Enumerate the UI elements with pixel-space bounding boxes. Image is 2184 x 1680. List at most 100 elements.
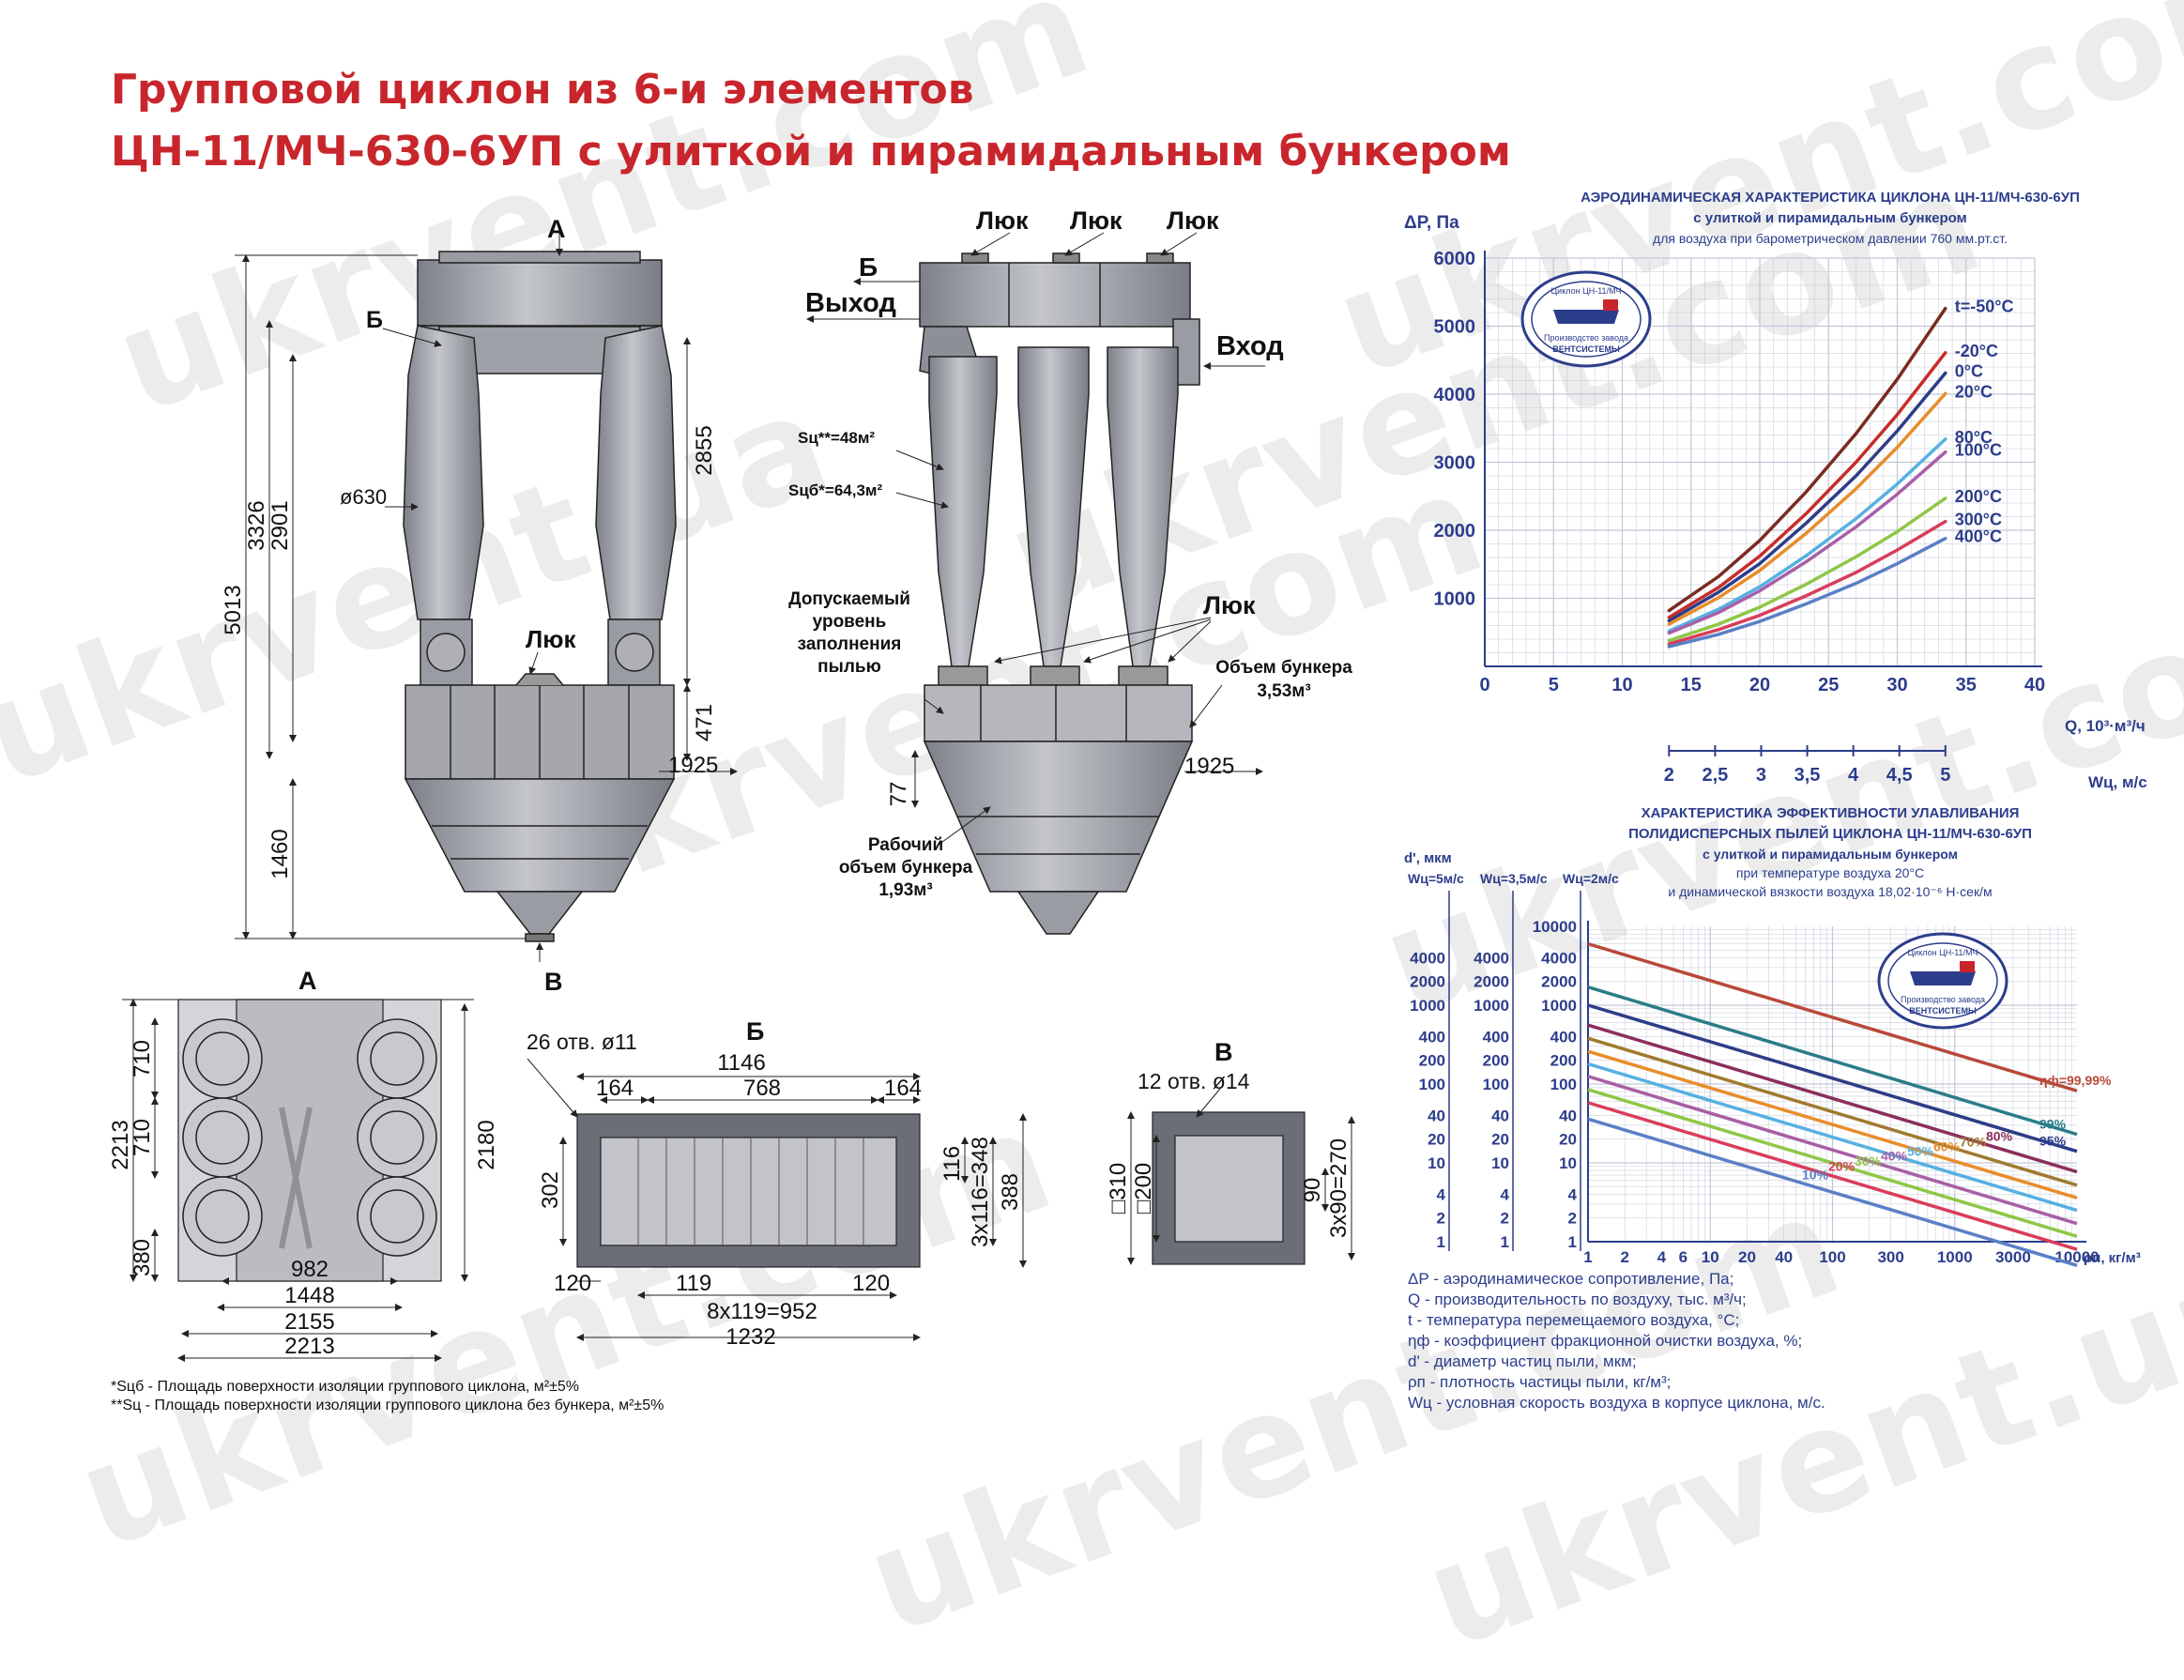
hatch-label-2: Люк xyxy=(1070,206,1123,235)
holes-v: 12 отв. ø14 xyxy=(1138,1069,1250,1093)
series-line xyxy=(1667,450,1947,635)
area-scb: Sцб*=64,3м² xyxy=(788,481,882,499)
y-tick-label: 20 xyxy=(1559,1131,1577,1149)
dim-380: 380 xyxy=(130,1239,155,1276)
series-label: 99% xyxy=(2039,1117,2067,1132)
series-label: 0°С xyxy=(1955,362,1983,381)
series-line xyxy=(1667,437,1947,634)
chart2-title-2: ПОЛИДИСПЕРСНЫХ ПЫЛЕЙ ЦИКЛОНА ЦН-11/МЧ-63… xyxy=(1628,825,2032,842)
working-volume-1: Рабочий xyxy=(868,835,943,855)
dim-200: □200 xyxy=(1131,1163,1156,1214)
series-label: 50% xyxy=(1907,1143,1934,1158)
dim-2213-h: 2213 xyxy=(284,1334,334,1359)
series-line xyxy=(1667,351,1947,619)
label-a: А xyxy=(547,215,566,243)
secondary-tick-label: 4,5 xyxy=(1886,765,1913,786)
series-line xyxy=(1587,1036,2078,1187)
chart1-logo: Циклон ЦН-11/МЧ Производство завода ВЕНТ… xyxy=(1520,270,1652,368)
y-tick-label: 40 xyxy=(1559,1107,1577,1124)
series-label: 20°С xyxy=(1955,382,1993,401)
chart2-series-labels: ηф=99,99%99%95%80%70%60%50%40%30%20%10% xyxy=(1802,1073,2112,1182)
y-tick-label: 4 xyxy=(1501,1185,1510,1203)
series-line xyxy=(1667,519,1947,646)
dim-310: □310 xyxy=(1106,1163,1131,1214)
chart1-series xyxy=(1667,306,1947,649)
y-tick-label: 2000 xyxy=(1541,973,1577,991)
y-tick-label: 1000 xyxy=(1434,589,1476,610)
series-label: 80% xyxy=(1986,1128,2013,1143)
allowed-level-2: уровень xyxy=(813,612,887,632)
legend-item: ρп - плотность частицы пыли, кг/м³; xyxy=(1408,1373,1672,1391)
chart2-yaxis-2-label: Wц=3,5м/с xyxy=(1480,871,1548,886)
chart2-title-5: и динамической вязкости воздуха 18,02·10… xyxy=(1668,884,1992,899)
bunker-volume-2: 3,53м³ xyxy=(1257,681,1310,701)
chart2-yaxis-3-label: Wц=2м/с xyxy=(1563,871,1619,886)
chart2-title-1: ХАРАКТЕРИСТИКА ЭФФЕКТИВНОСТИ УЛАВЛИВАНИЯ xyxy=(1642,805,2020,821)
entry-label: Вход xyxy=(1216,331,1284,361)
y-tick-label: 4 xyxy=(1568,1185,1578,1203)
y-tick-label: 2 xyxy=(1568,1210,1577,1228)
series-line xyxy=(1587,985,2078,1137)
holes-b: 26 отв. ø11 xyxy=(527,1030,637,1054)
flange-v: В 12 отв. ø14 □310 □200 90 3x90=270 xyxy=(1106,1038,1355,1265)
y-tick-label: 40 xyxy=(1428,1107,1445,1124)
x-tick-label: 35 xyxy=(1956,675,1977,695)
chart1-xlabel: Q, 10³·м³/ч xyxy=(2065,717,2146,735)
series-line xyxy=(1587,1049,2078,1199)
y-tick-label: 4 xyxy=(1437,1185,1446,1203)
x-tick-label: 10 xyxy=(1702,1248,1719,1266)
y-tick-label: 100 xyxy=(1550,1076,1577,1093)
chart2-logo-line2: Производство завода xyxy=(1901,995,1985,1004)
series-label: t=-50°С xyxy=(1955,298,2014,316)
chart1-secondary-xlabel: Wц, м/с xyxy=(2088,773,2147,791)
chart2-xlabel: ρп, кг/м³ xyxy=(2084,1250,2141,1266)
dim-116: 116 xyxy=(939,1146,965,1182)
y-tick-label: 20 xyxy=(1428,1131,1445,1149)
dim-3x116: 3x116=348 xyxy=(968,1137,993,1247)
y-tick-label: 100 xyxy=(1419,1076,1445,1093)
y-tick-label: 1000 xyxy=(1410,997,1445,1015)
chart2-logo-line1: Циклон ЦН-11/МЧ xyxy=(1908,948,1978,957)
efficiency-chart: ХАРАКТЕРИСТИКА ЭФФЕКТИВНОСТИ УЛАВЛИВАНИЯ… xyxy=(1404,805,2141,1267)
y-tick-label: 1000 xyxy=(1541,997,1577,1015)
dim-90: 90 xyxy=(1300,1178,1325,1203)
technical-drawings: А Б Люк ø630 В 5013 3326 2901 2855 1460 … xyxy=(108,206,1355,1362)
x-tick-label: 100 xyxy=(1819,1248,1845,1266)
secondary-tick-label: 2,5 xyxy=(1702,765,1728,786)
series-line xyxy=(1667,391,1947,626)
note-item: *Sцб - Площадь поверхности изоляции груп… xyxy=(111,1379,579,1395)
y-tick-label: 3000 xyxy=(1434,453,1476,474)
series-line xyxy=(1587,1075,2078,1226)
y-tick-label: 40 xyxy=(1491,1107,1509,1124)
dim-3326: 3326 xyxy=(244,500,269,550)
chart2-logo: Циклон ЦН-11/МЧ Производство завода ВЕНТ… xyxy=(1877,932,2008,1030)
hatch-label-3: Люк xyxy=(1167,206,1219,235)
x-tick-label: 10 xyxy=(1611,675,1632,695)
hatch-label-side: Люк xyxy=(1203,591,1256,619)
y-tick-label: 10 xyxy=(1491,1154,1509,1172)
series-label: 95% xyxy=(2039,1134,2067,1149)
dim-710-a: 710 xyxy=(130,1040,155,1077)
series-line xyxy=(1587,1117,2078,1267)
legend-item: ΔР - аэродинамическое сопротивление, Па; xyxy=(1408,1270,1734,1288)
chart1-ylabel: ΔP, Па xyxy=(1404,213,1459,233)
chart2-title-3: с улиткой и пирамидальным бункером xyxy=(1703,847,1958,862)
series-line xyxy=(1587,1003,2078,1153)
y-tick-label: 100 xyxy=(1483,1076,1509,1093)
x-tick-label: 1000 xyxy=(1937,1248,1973,1266)
series-label: 100°С xyxy=(1955,441,2002,460)
y-tick-label: 2 xyxy=(1501,1210,1509,1228)
y-tick-label: 1000 xyxy=(1474,997,1509,1015)
legend-item: t - температура перемещаемого воздуха, °… xyxy=(1408,1311,1740,1329)
label-v: В xyxy=(1214,1038,1233,1066)
legend-item: ηф - коэффициент фракционной очистки воз… xyxy=(1408,1332,1803,1350)
series-line xyxy=(1587,1061,2078,1213)
label-b: Б xyxy=(366,307,383,333)
front-view: А Б Люк ø630 В 5013 3326 2901 2855 1460 … xyxy=(221,215,738,996)
series-label: 200°С xyxy=(1955,487,2002,506)
series-line xyxy=(1587,1023,2078,1174)
dim-120-a: 120 xyxy=(554,1271,591,1296)
secondary-tick-label: 2 xyxy=(1664,765,1674,786)
chart1-title: АЭРОДИНАМИЧЕСКАЯ ХАРАКТЕРИСТИКА ЦИКЛОНА … xyxy=(1581,190,2080,206)
label-b: Б xyxy=(859,252,878,282)
